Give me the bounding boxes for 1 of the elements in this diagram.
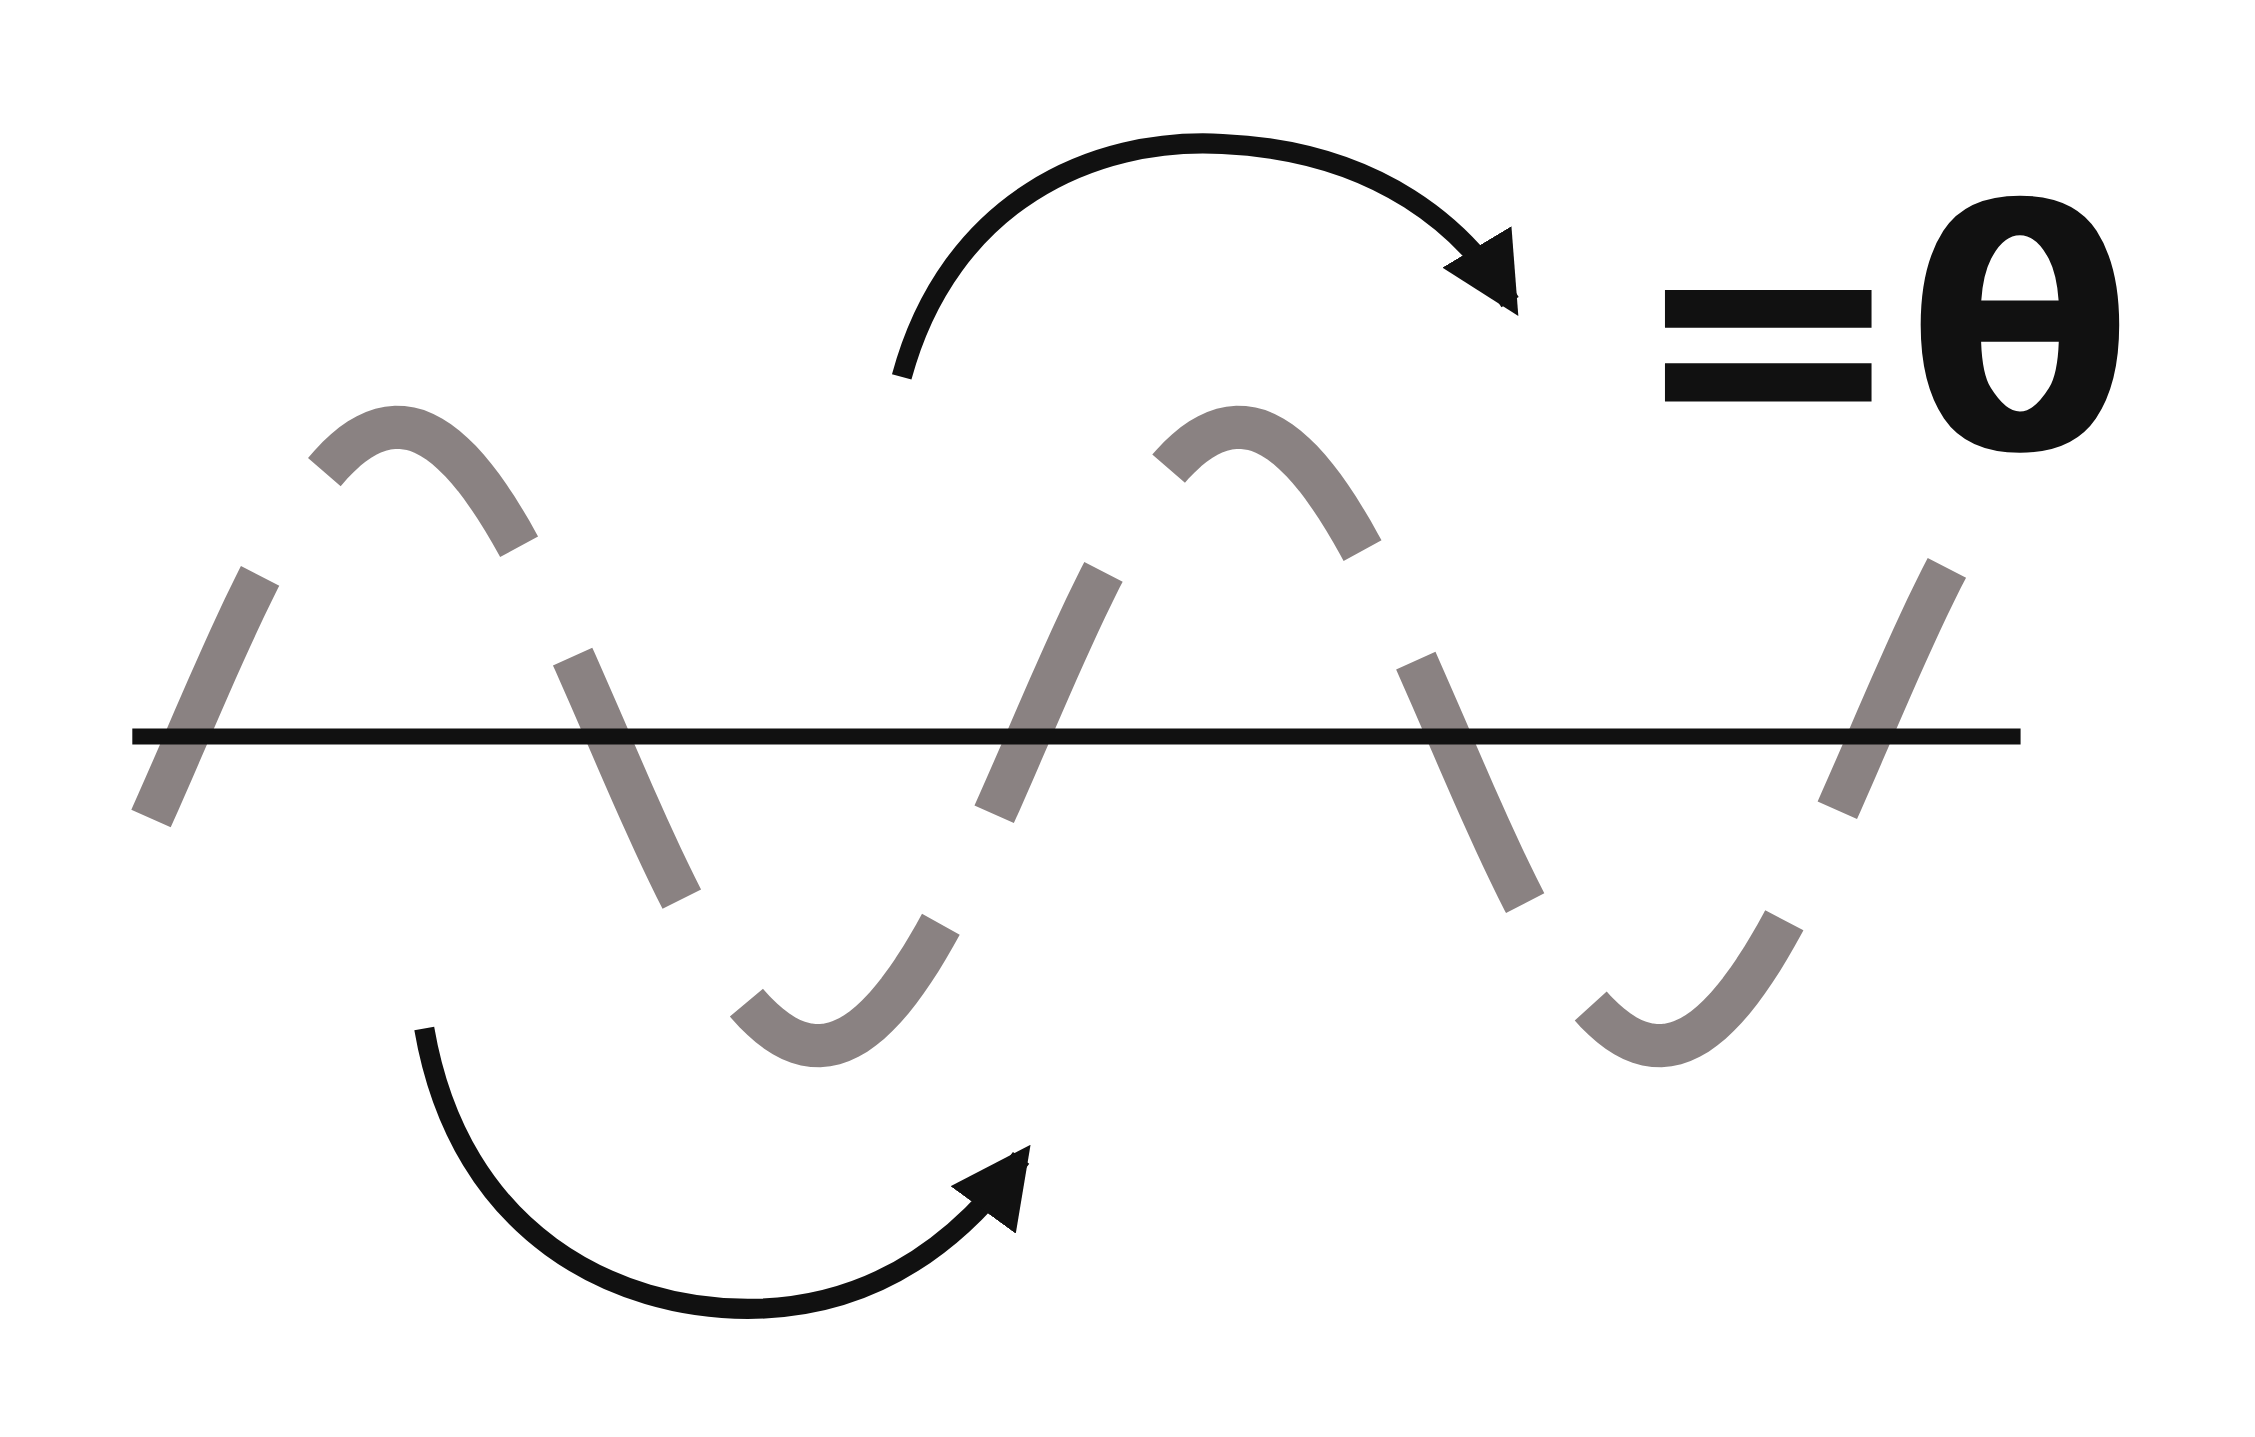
symbol-label: =θ (1630, 170, 2134, 500)
